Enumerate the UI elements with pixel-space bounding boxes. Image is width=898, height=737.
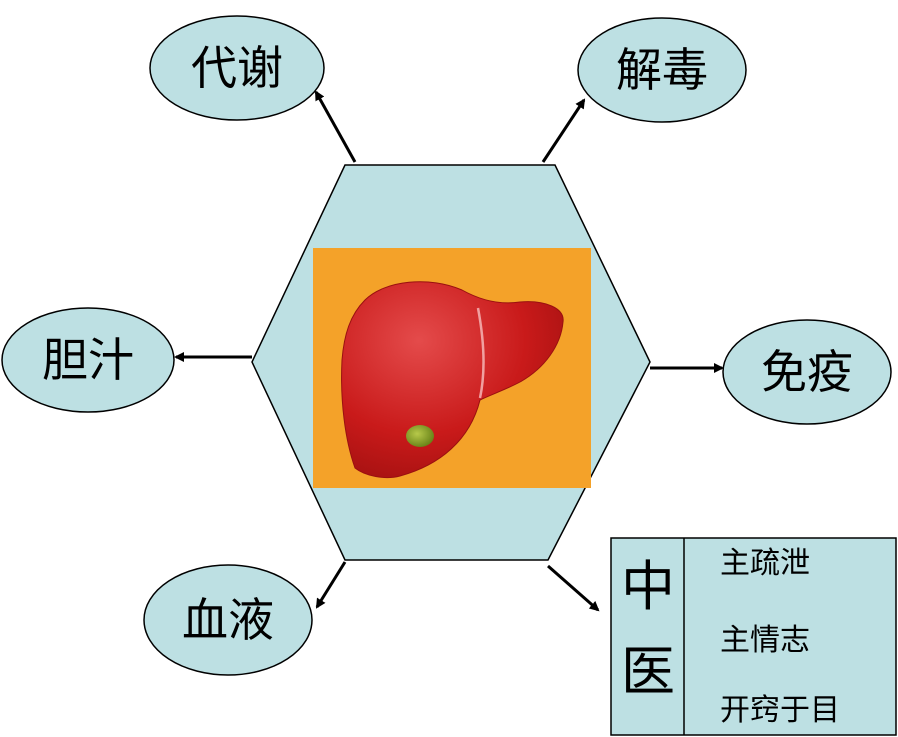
tcm-item: 开窍于目 — [720, 693, 840, 728]
tcm-title-top: 中 — [621, 555, 675, 618]
liver-image — [313, 248, 591, 488]
tcm-item: 主疏泄 — [720, 546, 810, 581]
node-metabolism-label: 代谢 — [191, 41, 283, 95]
tcm-box: 中 医 主疏泄 主情志 开窍于目 — [610, 537, 897, 736]
node-metabolism: 代谢 — [149, 15, 325, 121]
tcm-title-bottom: 医 — [621, 640, 675, 703]
node-detox-label: 解毒 — [616, 43, 708, 97]
node-immunity: 免疫 — [722, 319, 892, 425]
node-detox: 解毒 — [577, 17, 747, 123]
arrow-to-metabolism — [314, 90, 357, 163]
tcm-item: 主情志 — [720, 623, 810, 658]
node-blood-label: 血液 — [182, 593, 274, 647]
arrow-to-blood — [315, 561, 347, 609]
node-blood: 血液 — [143, 564, 313, 676]
arrow-to-tcm — [547, 564, 600, 612]
arrow-to-detox — [541, 98, 586, 163]
liver-icon — [341, 281, 564, 479]
node-bile: 胆汁 — [1, 307, 175, 413]
node-immunity-label: 免疫 — [761, 345, 853, 399]
node-bile-label: 胆汁 — [42, 333, 134, 387]
